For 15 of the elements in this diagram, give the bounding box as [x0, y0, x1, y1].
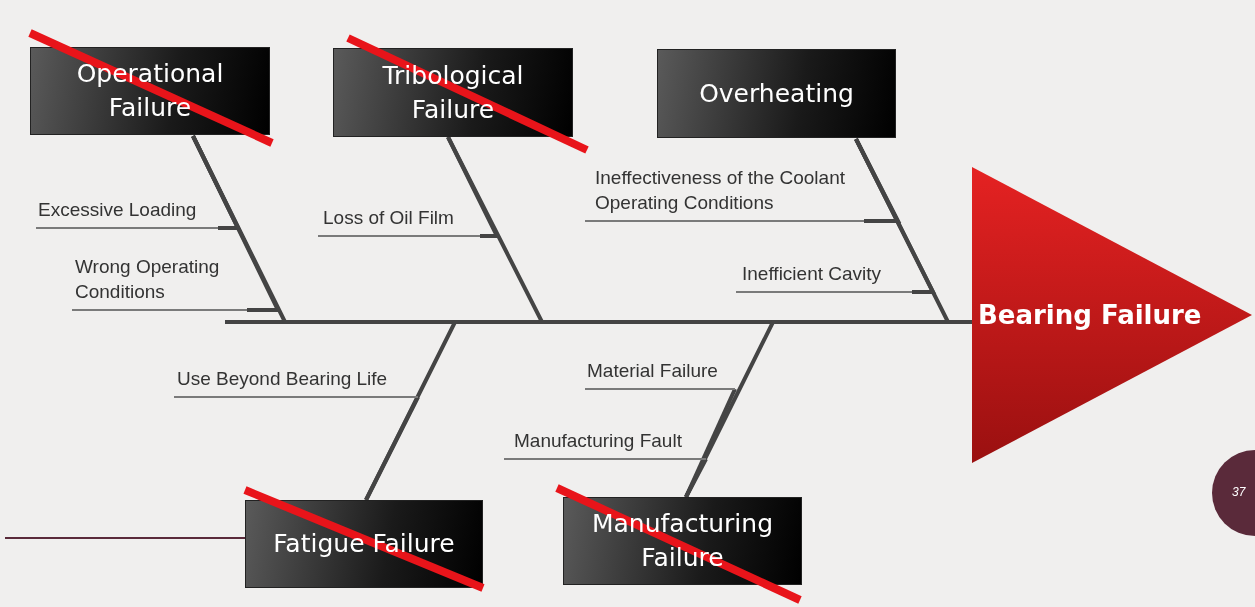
cause-label: Manufacturing Fault	[514, 429, 682, 454]
category-label: Overheating	[699, 77, 854, 110]
cause-label: Ineffectiveness of the Coolant Operating Conditions	[595, 165, 846, 216]
effect-label: Bearing Failure	[978, 299, 1202, 332]
bone-line	[364, 396, 420, 501]
bone-line	[684, 320, 972, 498]
cause-label: Wrong Operating Conditions	[75, 254, 221, 305]
cause-label: Excessive Loading	[38, 198, 197, 223]
cause-label: Use Beyond Bearing Life	[177, 367, 388, 392]
cause-label: Loss of Oil Film	[323, 206, 454, 231]
page-number: 37	[1232, 485, 1246, 499]
cause-label: Material Failure	[587, 359, 718, 384]
category-box	[657, 49, 896, 138]
cause-label: Inefficient Cavity	[742, 262, 882, 287]
category-box	[245, 500, 483, 588]
